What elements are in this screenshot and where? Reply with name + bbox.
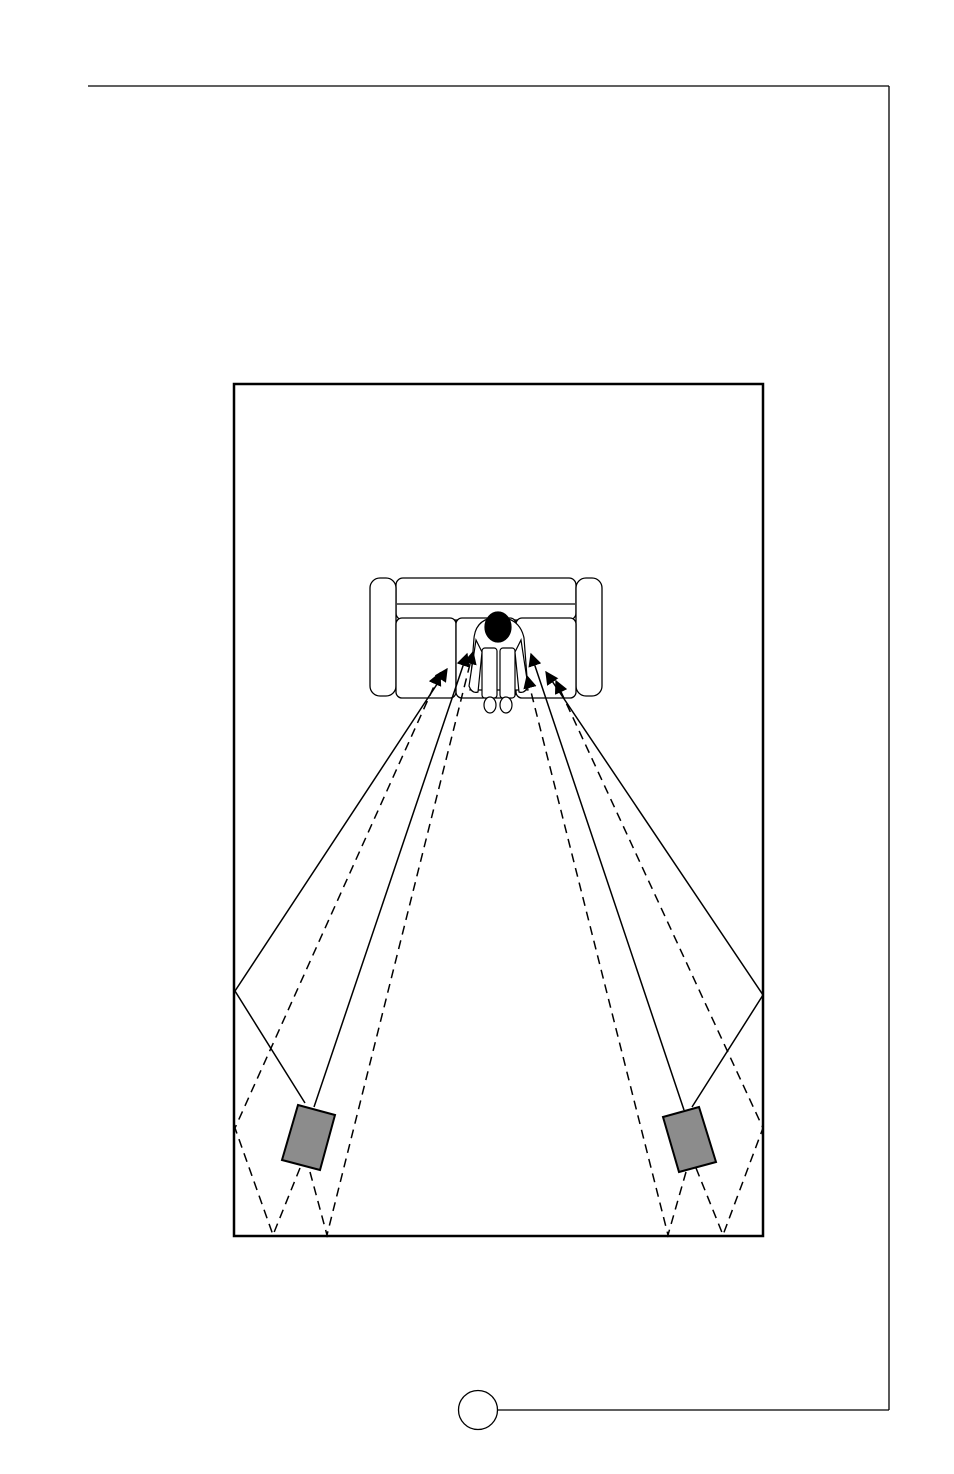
speakers [282, 1105, 716, 1172]
sofa-left-arm [370, 578, 396, 696]
left-direct-path [314, 654, 467, 1107]
right-rear-reflection-path-2 [556, 681, 763, 1235]
left-rear-reflection-path-1 [235, 673, 440, 1235]
direct-sound-paths [235, 654, 763, 1110]
listener-right-leg [500, 648, 515, 698]
left-rear-reflection-path-2 [310, 652, 473, 1235]
page-number [458, 1390, 498, 1430]
left-speaker [282, 1105, 335, 1170]
listener-right-foot [500, 697, 512, 713]
right-speaker [663, 1107, 716, 1172]
right-direct-path [531, 654, 684, 1110]
left-wall-reflection-path [235, 669, 447, 1103]
page-border [88, 86, 889, 1430]
sofa-back [396, 578, 576, 620]
listener-left-foot [484, 697, 496, 713]
sofa-left-cushion [396, 618, 456, 698]
listener-left-leg [482, 648, 497, 698]
right-wall-reflection-path [546, 672, 763, 1107]
listener-head [485, 612, 511, 642]
right-rear-reflection-path-1 [527, 676, 686, 1235]
sofa-right-arm [576, 578, 602, 696]
